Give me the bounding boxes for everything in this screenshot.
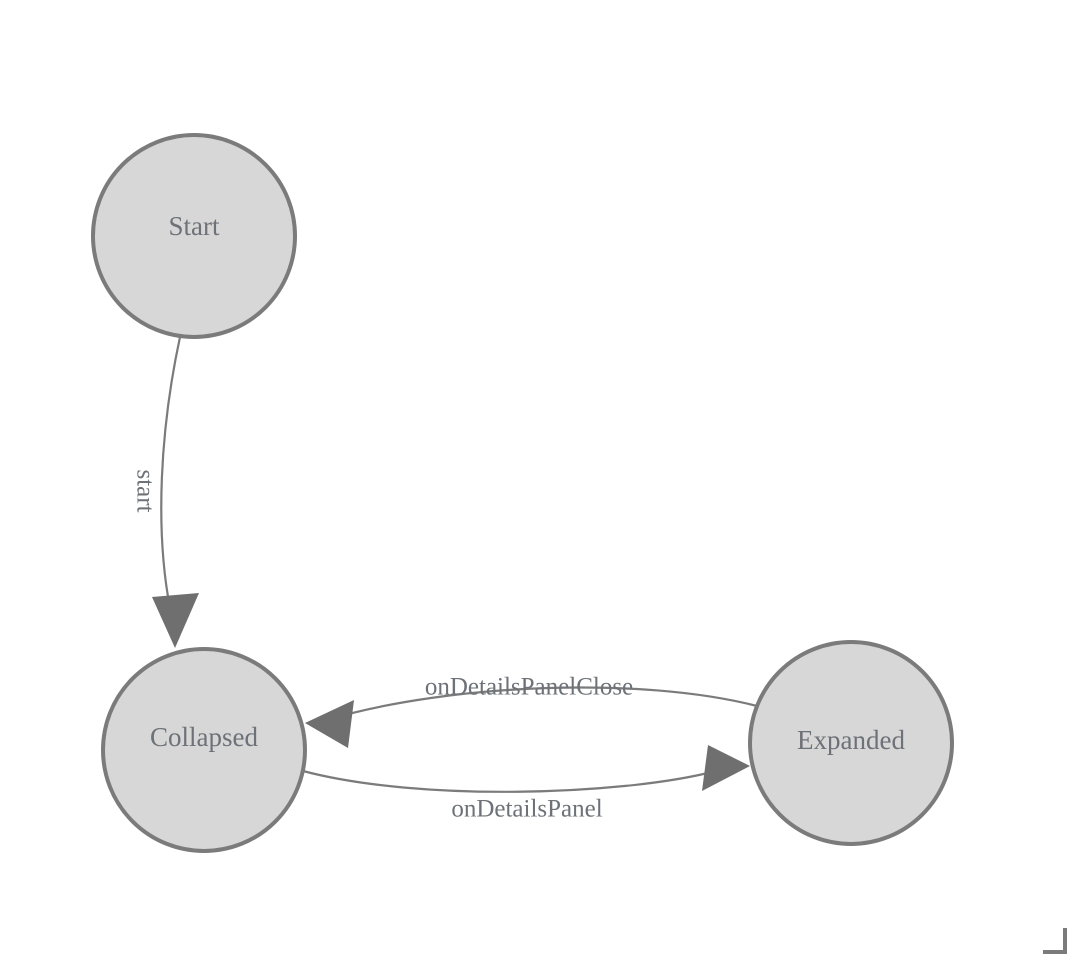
edge-path-expanded-to-collapsed <box>329 686 758 721</box>
node-expanded-label: Expanded <box>797 725 905 755</box>
node-expanded-circle <box>748 640 954 846</box>
node-start-circle <box>91 133 297 339</box>
edge-collapsed-to-expanded[interactable]: onDetailsPanel <box>302 745 750 823</box>
arrow-head-expanded-to-collapsed <box>305 700 354 748</box>
edge-label-on-details-panel: onDetailsPanel <box>451 796 602 823</box>
edge-label-on-details-panel-close: onDetailsPanelClose <box>425 674 633 701</box>
edge-path-start-to-collapsed <box>160 336 182 609</box>
node-collapsed-circle <box>101 647 307 853</box>
node-start-label: Start <box>169 211 220 241</box>
edge-label-start: start <box>131 469 158 512</box>
node-start[interactable]: Start <box>91 133 297 339</box>
node-expanded[interactable]: Expanded <box>748 640 954 846</box>
arrow-head-collapsed-to-expanded <box>702 745 750 791</box>
arrow-head-start-to-collapsed <box>152 593 199 648</box>
edge-expanded-to-collapsed[interactable]: onDetailsPanelClose <box>305 674 758 748</box>
node-collapsed[interactable]: Collapsed <box>101 647 307 853</box>
node-collapsed-label: Collapsed <box>150 722 258 752</box>
edge-start-to-collapsed[interactable]: start <box>131 336 199 648</box>
canvas-corner-mark <box>1043 928 1067 954</box>
edge-path-collapsed-to-expanded <box>302 769 713 793</box>
